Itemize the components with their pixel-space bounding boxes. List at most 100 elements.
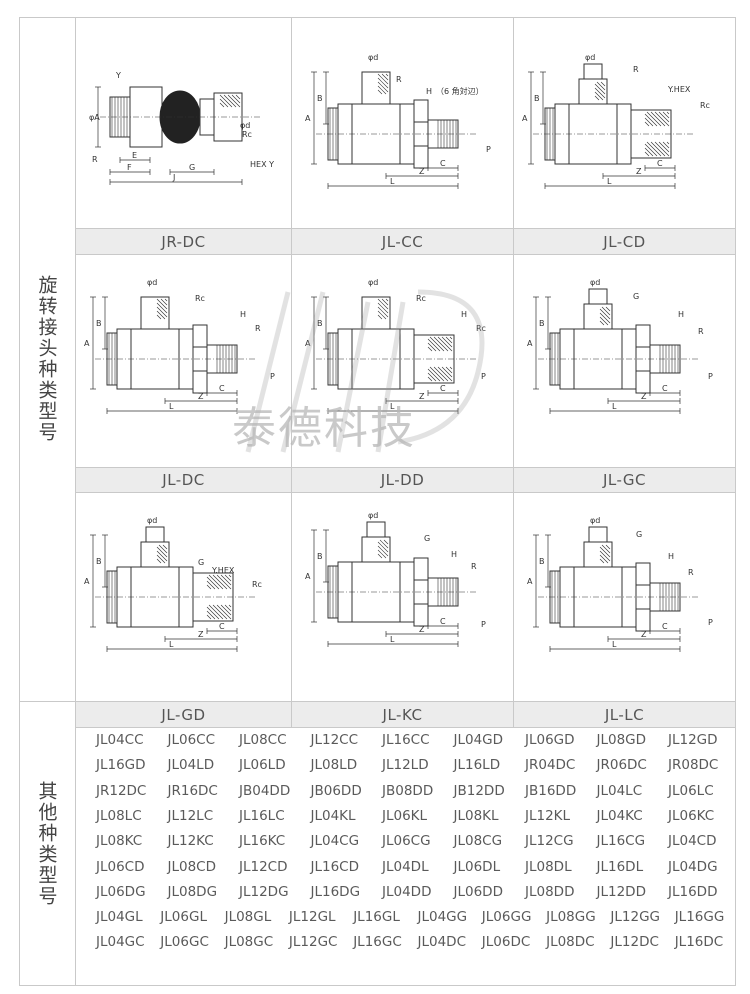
dimension-label: R [688,568,694,577]
model-code: JL08GD [596,732,647,748]
dimension-label: L [390,635,395,644]
drawing-line [644,113,658,127]
drawing-line [427,368,441,382]
dimension-label: （6 角対辺） [436,86,484,96]
drawing-line [644,121,650,127]
dimension-label: Y.HEX [667,85,691,94]
dimension-label: B [317,319,323,328]
model-code: JL16DL [596,858,644,875]
drawing-line [445,336,453,344]
model-code: JL04GD [453,732,504,748]
model-code: JL04KL [310,807,356,824]
drawing-part [630,109,672,159]
drawing-line [654,141,670,157]
model-code: JL04CD [668,833,717,850]
dimension-label: L [390,177,395,186]
model-code: JL16CC [382,732,430,748]
drawing-line [427,346,433,352]
drawing-line [599,546,611,558]
model-code: JL12LC [167,807,214,824]
dimension-label: Z [419,167,425,176]
dimension-label: P [708,618,713,627]
model-code: JL04LC [596,782,643,799]
model-code: JL12DC [610,934,659,951]
dimension-label: HEX Y [250,160,274,169]
dimension-label: C [657,159,663,168]
model-code: JL16GL [353,909,400,926]
model-code: JL04CG [310,833,360,850]
drawing-line [228,574,232,578]
model-code: JL12CC [310,732,359,748]
model-code: JL12KL [525,807,571,824]
drawing-line [216,604,232,620]
dimension-label: φd [590,278,600,287]
model-code: JB16DD [525,782,577,799]
drawing-line [220,574,232,586]
drawing-line [208,574,224,590]
dimension-label: φd [368,511,378,520]
dimension-label: P [708,372,713,381]
model-code: JL06KL [382,807,428,824]
dimension-label: C [440,617,446,626]
drawing-line [658,111,670,123]
model-code: JL08LC [96,807,142,824]
model-code: JL08LD [310,757,358,774]
dimension-label: Z [641,392,647,401]
watermark-text: 泰德科技 [232,403,416,454]
drawing-line [377,89,383,95]
dimension-label: A [305,339,311,348]
dimension-label: H [678,310,684,319]
drawing-line [599,308,611,320]
section-label-other: 其他种类型号 [35,780,58,907]
model-code: JL06LD [239,757,286,774]
divider [75,254,736,255]
dimension-label: Z [636,167,642,176]
model-code: JL04LD [167,757,215,774]
caption-jl-dd: JL-DD [292,468,513,492]
model-code: JL16CG [596,833,646,850]
drawing-line [594,87,606,99]
drawing-part [588,288,608,305]
divider [75,17,76,986]
dimension-label: A [84,577,90,586]
dimension-label: G [198,558,204,567]
drawing-part [583,63,603,80]
model-code: JL12CD [239,858,288,875]
drawing-line [429,366,445,382]
dimension-label: F [127,163,132,172]
drawing-line [160,298,168,306]
dimension-label: Y [115,71,121,80]
caption-jl-cc: JL-CC [292,229,513,254]
drawing-line [377,541,389,553]
drawing-line [381,73,389,81]
drawing-line [231,94,241,104]
dimension-label: P [270,372,275,381]
dimension-label: Rc [416,294,426,303]
drawing-line [437,336,453,352]
model-code: JB08DD [382,782,434,799]
drawing-line [383,539,389,545]
drawing-line [427,372,437,382]
drawing-line [156,558,162,564]
dimension-label: L [390,402,395,411]
drawing-line [601,306,611,316]
divider [513,17,514,727]
drawing-line [219,94,233,108]
drawing-line [219,98,229,108]
drawing-line [220,604,232,616]
dimension-label: Rc [476,324,486,333]
dimension-label: φd [585,53,595,62]
drawing-line [441,366,453,378]
drawing-line [594,83,606,95]
drawing-line [379,539,389,549]
dimension-label: R [92,155,98,164]
drawing-line [377,553,383,559]
model-code: JL08GG [546,909,596,926]
dimension-label: L [169,402,174,411]
drawing-line [601,544,611,554]
drawing-line [599,320,605,326]
dimension-label: C [440,159,446,168]
